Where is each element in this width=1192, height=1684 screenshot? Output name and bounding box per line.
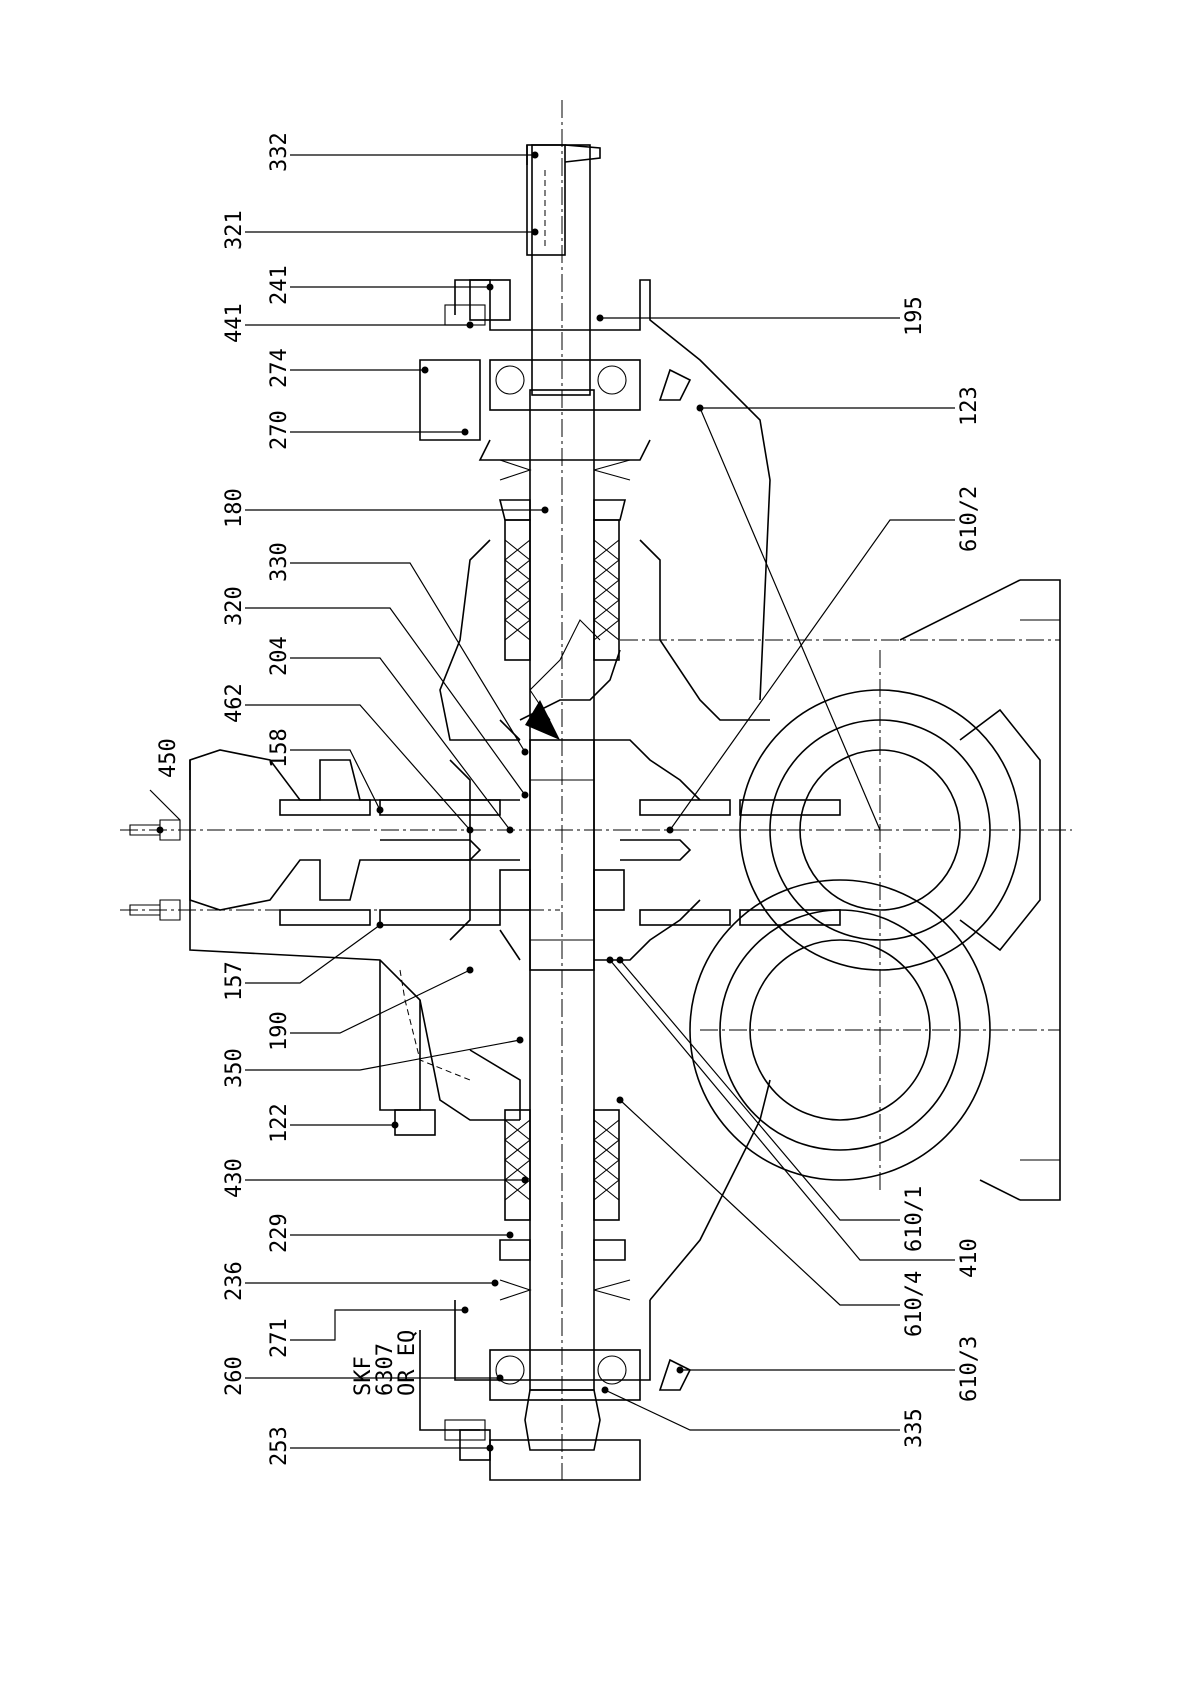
label-610-4: 610/4: [902, 1271, 927, 1337]
label-350: 350: [222, 1048, 247, 1088]
leader-lines: [150, 152, 955, 1452]
label-430: 430: [222, 1158, 247, 1198]
bearing-note-line-3: OR EQ: [395, 1330, 420, 1396]
label-241: 241: [267, 265, 292, 305]
label-236: 236: [222, 1261, 247, 1301]
label-195: 195: [902, 296, 927, 336]
label-229: 229: [267, 1213, 292, 1253]
upper-bearing-housing: [420, 280, 770, 700]
label-158: 158: [267, 728, 292, 768]
label-157: 157: [222, 961, 247, 1001]
label-260: 260: [222, 1356, 247, 1396]
label-253: 253: [267, 1426, 292, 1466]
label-330: 330: [267, 542, 292, 582]
label-320: 320: [222, 586, 247, 626]
bolts: [120, 305, 485, 1440]
label-610-1: 610/1: [902, 1186, 927, 1252]
label-123: 123: [957, 386, 982, 426]
label-190: 190: [267, 1011, 292, 1051]
volute-casing: [690, 580, 1060, 1200]
label-410: 410: [957, 1238, 982, 1278]
label-610-2: 610/2: [957, 486, 982, 552]
label-450: 450: [156, 738, 181, 778]
label-610-3: 610/3: [957, 1336, 982, 1402]
upper-stuffing-box: [440, 500, 770, 740]
label-122: 122: [267, 1103, 292, 1143]
label-271: 271: [267, 1318, 292, 1358]
label-204: 204: [267, 636, 292, 676]
label-270: 270: [267, 410, 292, 450]
label-441: 441: [222, 303, 247, 343]
bearing-note: SKF 6307 OR EQ: [351, 1330, 420, 1396]
part-labels-right: 195 123 610/2 610/1 410 610/4 610/3 335: [902, 296, 982, 1448]
label-462: 462: [222, 683, 247, 723]
part-labels-left: 332 321 241 441 274 270 180 330 320 204 …: [156, 132, 292, 1466]
label-274: 274: [267, 348, 292, 388]
label-332: 332: [267, 132, 292, 172]
lower-stuffing-box: [500, 1110, 630, 1300]
shaft: [527, 145, 600, 1390]
centerlines: [120, 100, 1072, 1480]
label-335: 335: [902, 1408, 927, 1448]
label-180: 180: [222, 488, 247, 528]
label-321: 321: [222, 210, 247, 250]
